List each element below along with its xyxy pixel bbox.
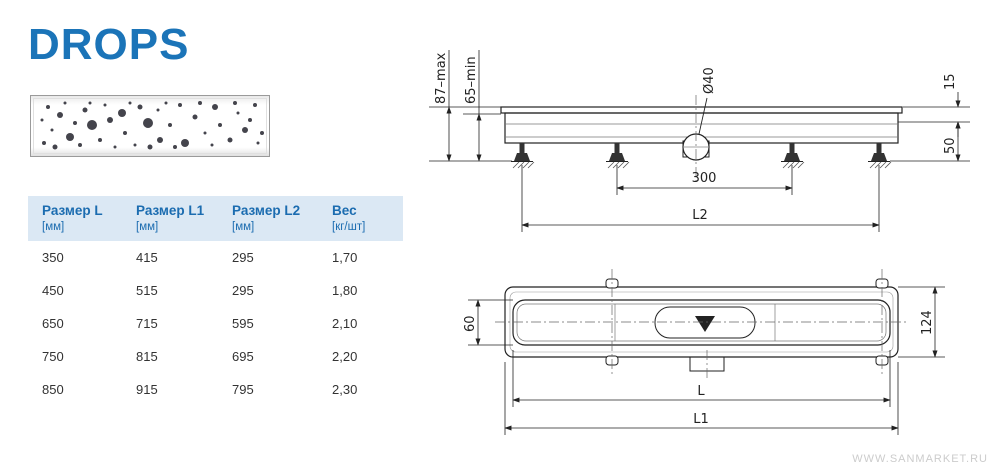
table-cell: 850 [42, 382, 64, 397]
dim-label-15: 15 [943, 73, 958, 90]
table-cell: 295 [232, 283, 254, 298]
watermark: WWW.SANMARKET.RU [852, 453, 988, 465]
width-dimensions [521, 165, 880, 232]
table-cell: 750 [42, 349, 64, 364]
table-cell: 450 [42, 283, 64, 298]
dim-l-lines [512, 350, 891, 407]
dim-label-l1: L1 [693, 412, 709, 427]
dim-label-l: L [697, 384, 705, 399]
table-cell: 795 [232, 382, 254, 397]
product-title: DROPS [28, 20, 190, 69]
table-cell: 415 [136, 250, 158, 265]
dim-label-l2: L2 [692, 208, 708, 223]
table-cell: 650 [42, 316, 64, 331]
table-cell: 295 [232, 250, 254, 265]
dim-60-lines [468, 299, 513, 346]
size-table: Размер L [мм] Размер L1 [мм] Размер L2 [… [28, 196, 403, 406]
support-feet [511, 143, 892, 169]
centerlines [495, 269, 908, 381]
table-cell: 815 [136, 349, 158, 364]
table-cell: 350 [42, 250, 64, 265]
dim-label-124: 124 [920, 310, 935, 335]
table-cell: 915 [136, 382, 158, 397]
dim-label-height-min: 65–min [464, 56, 479, 104]
table-cell: 1,80 [332, 283, 358, 298]
drops-dots [40, 101, 264, 150]
size-table-header: Размер L [мм] Размер L1 [мм] Размер L2 [… [28, 196, 403, 241]
height-dimensions [429, 50, 512, 162]
table-row: 650 715 595 2,10 [28, 307, 403, 340]
dim-label-50: 50 [943, 137, 958, 154]
right-dimensions [890, 92, 970, 162]
drain-outlet [682, 95, 710, 182]
table-cell: 1,70 [332, 250, 358, 265]
dim-label-height-max: 87–max [434, 52, 449, 104]
plan-channel [512, 299, 891, 372]
dim-l1-lines [504, 362, 899, 435]
column-header: Размер L1 [мм] [136, 203, 205, 233]
dim-124-lines [898, 286, 945, 358]
table-row: 350 415 295 1,70 [28, 241, 403, 274]
dim-label-60: 60 [463, 315, 478, 332]
column-header: Вес [кг/шт] [332, 203, 366, 233]
table-cell: 2,20 [332, 349, 358, 364]
dim-label-outlet-diameter: Ø40 [702, 67, 717, 94]
table-row: 750 815 695 2,20 [28, 340, 403, 373]
side-view-drawing: Ø40 87–max 65–min 300 L2 [429, 50, 970, 232]
table-row: 850 915 795 2,30 [28, 373, 403, 406]
table-cell: 515 [136, 283, 158, 298]
column-header: Размер L [мм] [42, 203, 103, 233]
grate-pattern-image [30, 95, 270, 157]
plan-view-drawing: 60 124 L L1 [463, 269, 945, 435]
table-cell: 2,10 [332, 316, 358, 331]
table-cell: 595 [232, 316, 254, 331]
table-cell: 715 [136, 316, 158, 331]
column-header: Размер L2 [мм] [232, 203, 301, 233]
table-cell: 2,30 [332, 382, 358, 397]
table-row: 450 515 295 1,80 [28, 274, 403, 307]
table-cell: 695 [232, 349, 254, 364]
flow-direction-triangle [695, 316, 715, 332]
dim-label-300: 300 [692, 171, 717, 186]
